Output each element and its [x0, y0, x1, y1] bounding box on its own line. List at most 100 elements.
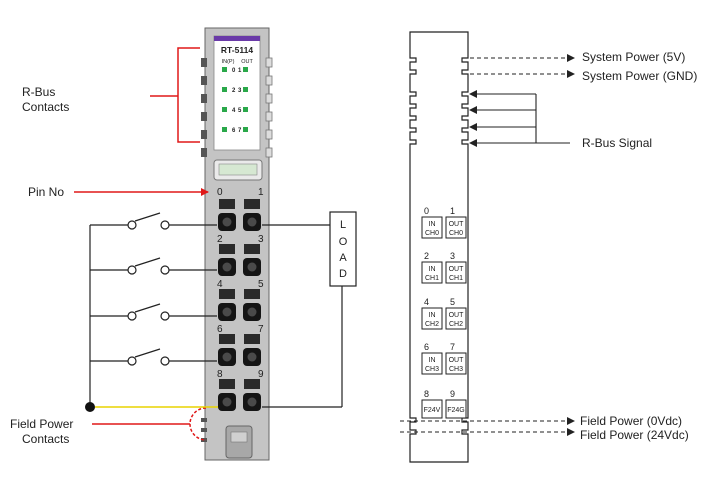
svg-text:OUT: OUT [449, 266, 465, 273]
led-row-2: 4 5 [222, 107, 248, 114]
rbus-contacts-label-2: Contacts [22, 100, 69, 114]
right-notches [265, 57, 273, 158]
channel-pin-number: 4 [424, 297, 429, 307]
pin-number: 5 [258, 279, 264, 290]
input-box [421, 307, 443, 330]
svg-text:IN: IN [429, 312, 436, 319]
system-power-5v-label: System Power (5V) [582, 50, 685, 64]
channel-pin-number: 5 [450, 297, 455, 307]
field-power-contacts-label-2: Contacts [22, 432, 69, 446]
svg-text:IN: IN [429, 266, 436, 273]
channel-3: 6 7 IN CH3 OUT CH3 [421, 342, 467, 375]
channel-pin-number: 6 [424, 342, 429, 352]
f24g-box [445, 399, 467, 419]
led-row-0: 0 1 [222, 67, 248, 74]
rbus-contacts-label-1: R-Bus [22, 85, 55, 99]
terminal-hole [247, 262, 257, 272]
field-power-pin [201, 418, 207, 422]
input-box [421, 352, 443, 375]
col-out-label: OUT [241, 59, 253, 65]
rbus-signal-label: R-Bus Signal [582, 136, 652, 150]
f24v-box [421, 399, 443, 419]
pin-number: 8 [217, 369, 223, 380]
led-label: 1 [238, 68, 242, 74]
led-indicator [222, 127, 227, 132]
terminal-block [218, 199, 261, 411]
power-pins: 8 9 F24V F24G [421, 389, 467, 419]
led-label: 0 [232, 68, 236, 74]
led-indicator [222, 67, 227, 72]
channel-1: 2 3 IN CH1 OUT CH1 [421, 251, 467, 284]
system-power-gnd-label: System Power (GND) [582, 69, 697, 83]
channel-pin-number: 3 [450, 251, 455, 261]
svg-text:OUT: OUT [449, 221, 465, 228]
channel-pin-number: 1 [450, 206, 455, 216]
led-row-1: 2 3 [222, 87, 248, 94]
load-box [329, 211, 357, 287]
svg-text:CH0: CH0 [425, 230, 439, 237]
field-power-24vdc-label: Field Power (24Vdc) [580, 428, 689, 442]
terminal-release [244, 379, 260, 389]
output-box [445, 216, 467, 239]
terminal-release [244, 199, 260, 209]
led-indicator [243, 127, 248, 132]
channel-2: 4 5 IN CH2 OUT CH2 [421, 297, 467, 330]
rbus-contact-pins [201, 58, 207, 157]
common-junction-dot [85, 402, 95, 412]
terminal-release [219, 334, 235, 344]
svg-text:IN: IN [429, 221, 436, 228]
svg-text:CH3: CH3 [449, 366, 463, 373]
svg-text:OUT: OUT [449, 312, 465, 319]
field-power-pin [201, 428, 207, 432]
channel-pin-number: 7 [450, 342, 455, 352]
svg-text:IN: IN [429, 357, 436, 364]
terminal-release [219, 379, 235, 389]
output-box [445, 352, 467, 375]
led-indicator [243, 67, 248, 72]
svg-text:D: D [339, 268, 347, 280]
channel-pin-number: 0 [424, 206, 429, 216]
terminal-hole [247, 217, 257, 227]
led-indicator [222, 87, 227, 92]
led-label: 2 [232, 88, 236, 94]
terminal-release [244, 289, 260, 299]
load-letters: L O A D [339, 219, 348, 280]
pin-number: 0 [217, 187, 223, 198]
field-power-0vdc-label: Field Power (0Vdc) [580, 414, 682, 428]
pin-number: 3 [258, 234, 264, 245]
led-label: 5 [238, 108, 242, 114]
svg-text:CH2: CH2 [449, 321, 463, 328]
led-label: 7 [238, 128, 242, 134]
terminal-hole [222, 262, 232, 272]
model-label: RT-5114 [221, 45, 253, 55]
field-power-contacts-label-1: Field Power [10, 417, 73, 431]
svg-text:CH1: CH1 [449, 275, 463, 282]
rbus-signal-lines [469, 90, 570, 147]
pin-number: 1 [258, 187, 264, 198]
terminal-hole [247, 307, 257, 317]
led-label: 6 [232, 128, 236, 134]
pin-number: 7 [258, 324, 264, 335]
svg-text:CH2: CH2 [425, 321, 439, 328]
svg-text:F24G: F24G [447, 407, 465, 414]
schematic-outline [409, 31, 469, 463]
switch-wiring [89, 212, 217, 407]
terminal-release [219, 244, 235, 254]
pin-no-label: Pin No [28, 185, 64, 199]
color-stripe [214, 36, 260, 41]
terminal-hole [222, 217, 232, 227]
led-row-3: 6 7 [222, 127, 248, 134]
input-box [421, 261, 443, 284]
pin-number: 6 [217, 324, 223, 335]
svg-text:CH3: CH3 [425, 366, 439, 373]
terminal-hole [247, 397, 257, 407]
svg-text:CH1: CH1 [425, 275, 439, 282]
input-box [421, 216, 443, 239]
svg-text:O: O [339, 236, 348, 248]
rbus-contacts-callout [150, 47, 200, 143]
led-indicator [222, 107, 227, 112]
led-indicator [243, 107, 248, 112]
col-in-label: IN(P) [222, 59, 235, 65]
io-module: RT-5114 IN(P) OUT 0 1 2 3 4 5 6 7 [201, 27, 273, 461]
